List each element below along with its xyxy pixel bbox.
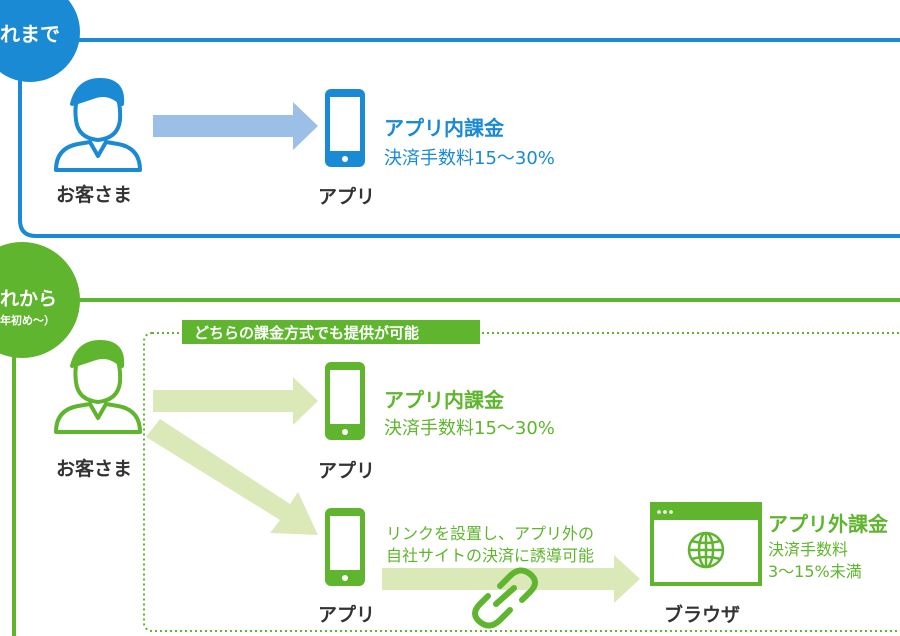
external-billing-title: アプリ外課金 (768, 512, 888, 536)
after-arrow-straight (153, 377, 318, 425)
after-phone-icon-2 (325, 508, 365, 586)
before-customer-label: お客さま (56, 184, 133, 206)
browser-label: ブラウザ (664, 604, 741, 626)
before-phone-icon (325, 89, 365, 167)
after-person-icon (54, 340, 142, 434)
after-tag-sublabel: 年初め〜） (0, 314, 55, 327)
after-customer-label: お客さま (56, 458, 133, 480)
options-banner-label: どちらの課金方式でも提供が可能 (194, 324, 420, 342)
before-person-icon (54, 78, 142, 172)
before-app-label: アプリ (318, 186, 376, 208)
after-app-label-1: アプリ (318, 460, 376, 482)
browser-globe-icon (650, 502, 762, 586)
before-billing-title: アプリ内課金 (384, 116, 504, 140)
before-frame (18, 38, 900, 238)
link-note-line-2: 自社サイトの決済に誘導可能 (386, 546, 595, 565)
chain-link-icon (472, 567, 538, 629)
before-tag-circle (0, 0, 80, 82)
external-billing-fee-1: 決済手数料 (768, 540, 849, 559)
options-dotted-box (143, 332, 900, 632)
after-tag-label: れから (0, 288, 58, 310)
after-arrow-diagonal (146, 419, 318, 535)
after-app-label-2: アプリ (318, 604, 376, 626)
link-note-line-1: リンクを設置し、アプリ外の (386, 524, 595, 543)
options-banner-bg (182, 320, 480, 344)
after-tag-circle (0, 242, 80, 358)
before-tag-label: れまで (0, 22, 60, 46)
after-phone-icon-1 (325, 362, 365, 440)
after-billing-title: アプリ内課金 (384, 388, 504, 412)
before-billing-fee: 決済手数料15〜30% (384, 148, 555, 169)
after-billing-fee: 決済手数料15〜30% (384, 418, 555, 439)
before-arrow (153, 102, 318, 150)
external-billing-fee-2: 3〜15%未満 (768, 562, 862, 581)
